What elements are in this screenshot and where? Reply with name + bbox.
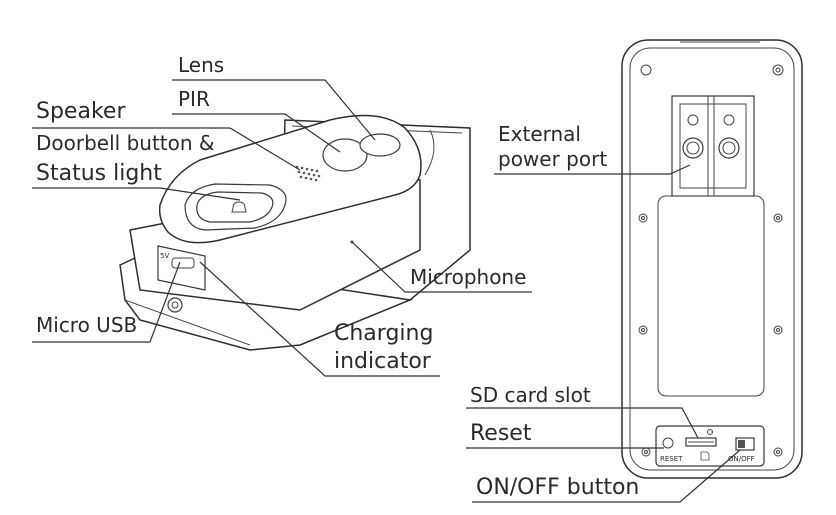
leader-microphone <box>351 241 532 293</box>
label-sd-card-slot: SD card slot <box>470 383 591 407</box>
leader-pir <box>172 113 341 153</box>
label-on-off-button: ON/OFF button <box>476 475 639 500</box>
label-charging-line1: Charging <box>334 321 433 346</box>
label-external-power-line2: power port <box>498 147 607 171</box>
bell-icon <box>231 201 247 213</box>
label-pir: PIR <box>178 87 210 111</box>
label-micro-usb: Micro USB <box>36 313 137 337</box>
label-lens: Lens <box>178 53 224 77</box>
doorbell-front-view: 5V <box>119 114 471 351</box>
label-doorbell-button-line2: Status light <box>36 161 162 186</box>
on-off-marking: ON/OFF <box>728 455 755 463</box>
reset-marking: RESET <box>660 455 683 463</box>
usb-voltage-marking: 5V <box>160 252 169 260</box>
leader-speaker <box>32 127 301 171</box>
speaker-grille <box>295 165 321 182</box>
label-charging-line2: indicator <box>334 349 432 374</box>
label-reset: Reset <box>470 421 532 446</box>
leader-on-off <box>472 449 741 503</box>
label-speaker: Speaker <box>36 99 126 124</box>
leader-charging-indicator <box>199 261 440 377</box>
label-external-power-line1: External <box>498 122 581 146</box>
leader-micro-usb <box>32 261 181 343</box>
label-doorbell-button-line1: Doorbell button & <box>36 131 215 155</box>
doorbell-back-plate: RESET ON/OFF <box>621 39 803 479</box>
label-microphone: Microphone <box>410 265 526 289</box>
leader-doorbell-button <box>32 187 241 201</box>
sd-card-icon <box>700 451 710 461</box>
leader-external-power <box>494 164 691 175</box>
leader-sd-card <box>466 407 699 439</box>
leader-lens <box>172 79 376 141</box>
